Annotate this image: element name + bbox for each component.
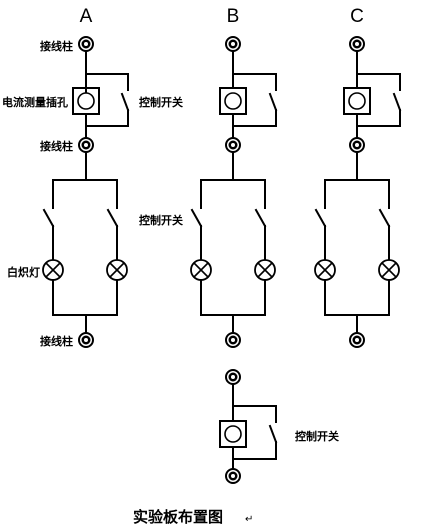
switch-label: 控制开关 xyxy=(139,213,183,227)
switch-blade xyxy=(268,424,278,444)
switch-blade xyxy=(254,208,267,228)
incandescent-lamp-icon xyxy=(42,259,64,281)
switch-blade xyxy=(42,208,55,228)
terminal-post-icon xyxy=(78,332,94,348)
terminal-post-icon xyxy=(78,137,94,153)
paragraph-mark: ↵ xyxy=(245,514,253,525)
incandescent-lamp-icon xyxy=(254,259,276,281)
terminal-post-icon xyxy=(225,468,241,484)
terminal-post-icon xyxy=(225,137,241,153)
switch-blade xyxy=(392,92,402,112)
bottom-switch-unit xyxy=(219,369,278,484)
switch-blade xyxy=(106,208,119,228)
switch-label: 控制开关 xyxy=(295,429,339,443)
column-c-circuit xyxy=(314,36,402,348)
lamp-label: 白炽灯 xyxy=(7,265,40,279)
incandescent-lamp-icon xyxy=(106,259,128,281)
terminal-label: 接线柱 xyxy=(40,334,73,348)
column-a-circuit xyxy=(42,36,130,348)
column-label-b: B xyxy=(227,6,240,27)
incandescent-lamp-icon xyxy=(190,259,212,281)
current-socket-icon xyxy=(219,87,247,115)
incandescent-lamp-icon xyxy=(378,259,400,281)
current-socket-icon xyxy=(343,87,371,115)
current-socket-icon xyxy=(219,420,247,448)
terminal-post-icon xyxy=(349,137,365,153)
terminal-post-icon xyxy=(225,332,241,348)
switch-blade xyxy=(268,92,278,112)
column-label-a: A xyxy=(80,6,93,27)
terminal-label: 接线柱 xyxy=(40,139,73,153)
incandescent-lamp-icon xyxy=(314,259,336,281)
terminal-post-icon xyxy=(225,369,241,385)
column-b-circuit xyxy=(190,36,278,348)
figure-caption: 实验板布置图 xyxy=(133,508,223,526)
switch-blade xyxy=(378,208,391,228)
terminal-post-icon xyxy=(78,36,94,52)
switch-blade xyxy=(120,92,130,112)
switch-blade xyxy=(314,208,327,228)
column-label-c: C xyxy=(350,6,364,27)
socket-label: 电流测量插孔 xyxy=(2,95,68,109)
terminal-post-icon xyxy=(225,36,241,52)
terminal-post-icon xyxy=(349,36,365,52)
switch-blade xyxy=(190,208,203,228)
terminal-label: 接线柱 xyxy=(40,39,73,53)
terminal-post-icon xyxy=(349,332,365,348)
switch-label: 控制开关 xyxy=(139,95,183,109)
